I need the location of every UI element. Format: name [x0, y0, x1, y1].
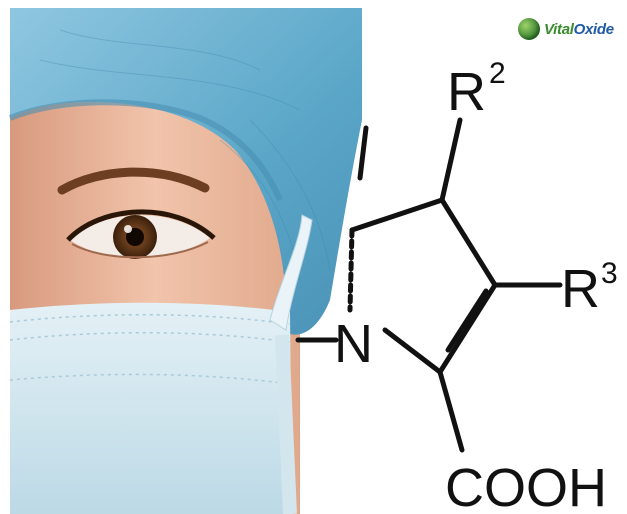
atom-n: N — [334, 314, 373, 374]
nurse-photo — [8, 8, 362, 514]
brand-name: VitalOxide — [544, 21, 614, 38]
bond-c5-n — [347, 227, 355, 313]
bond-c2-cooh — [437, 369, 465, 453]
eyebrow — [57, 167, 210, 195]
pyrrole-structure — [295, 117, 563, 453]
bond-partial — [357, 125, 369, 181]
surgical-cap — [10, 8, 362, 335]
bond-c4-r2 — [439, 117, 463, 203]
bond-c2-c3-double — [445, 288, 489, 353]
mask-strap — [269, 214, 313, 331]
atom-r3-sup: 3 — [601, 257, 618, 290]
globe-icon — [518, 18, 540, 40]
bond-c4-c5 — [349, 197, 445, 233]
bond-n-c2 — [382, 327, 443, 375]
atom-r2: R — [447, 62, 486, 122]
group-cooh: COOH — [445, 458, 607, 514]
bond-c2-c3 — [437, 282, 498, 375]
bond-c3-c4 — [439, 197, 498, 288]
brand-logo: VitalOxide — [518, 14, 614, 44]
brand-name-part2: Oxide — [573, 20, 614, 38]
atom-r2-sup: 2 — [489, 57, 506, 90]
brand-name-part1: Vital — [544, 20, 574, 38]
eye — [66, 209, 216, 259]
surgical-mask — [10, 302, 292, 514]
atom-r3: R — [561, 259, 600, 319]
